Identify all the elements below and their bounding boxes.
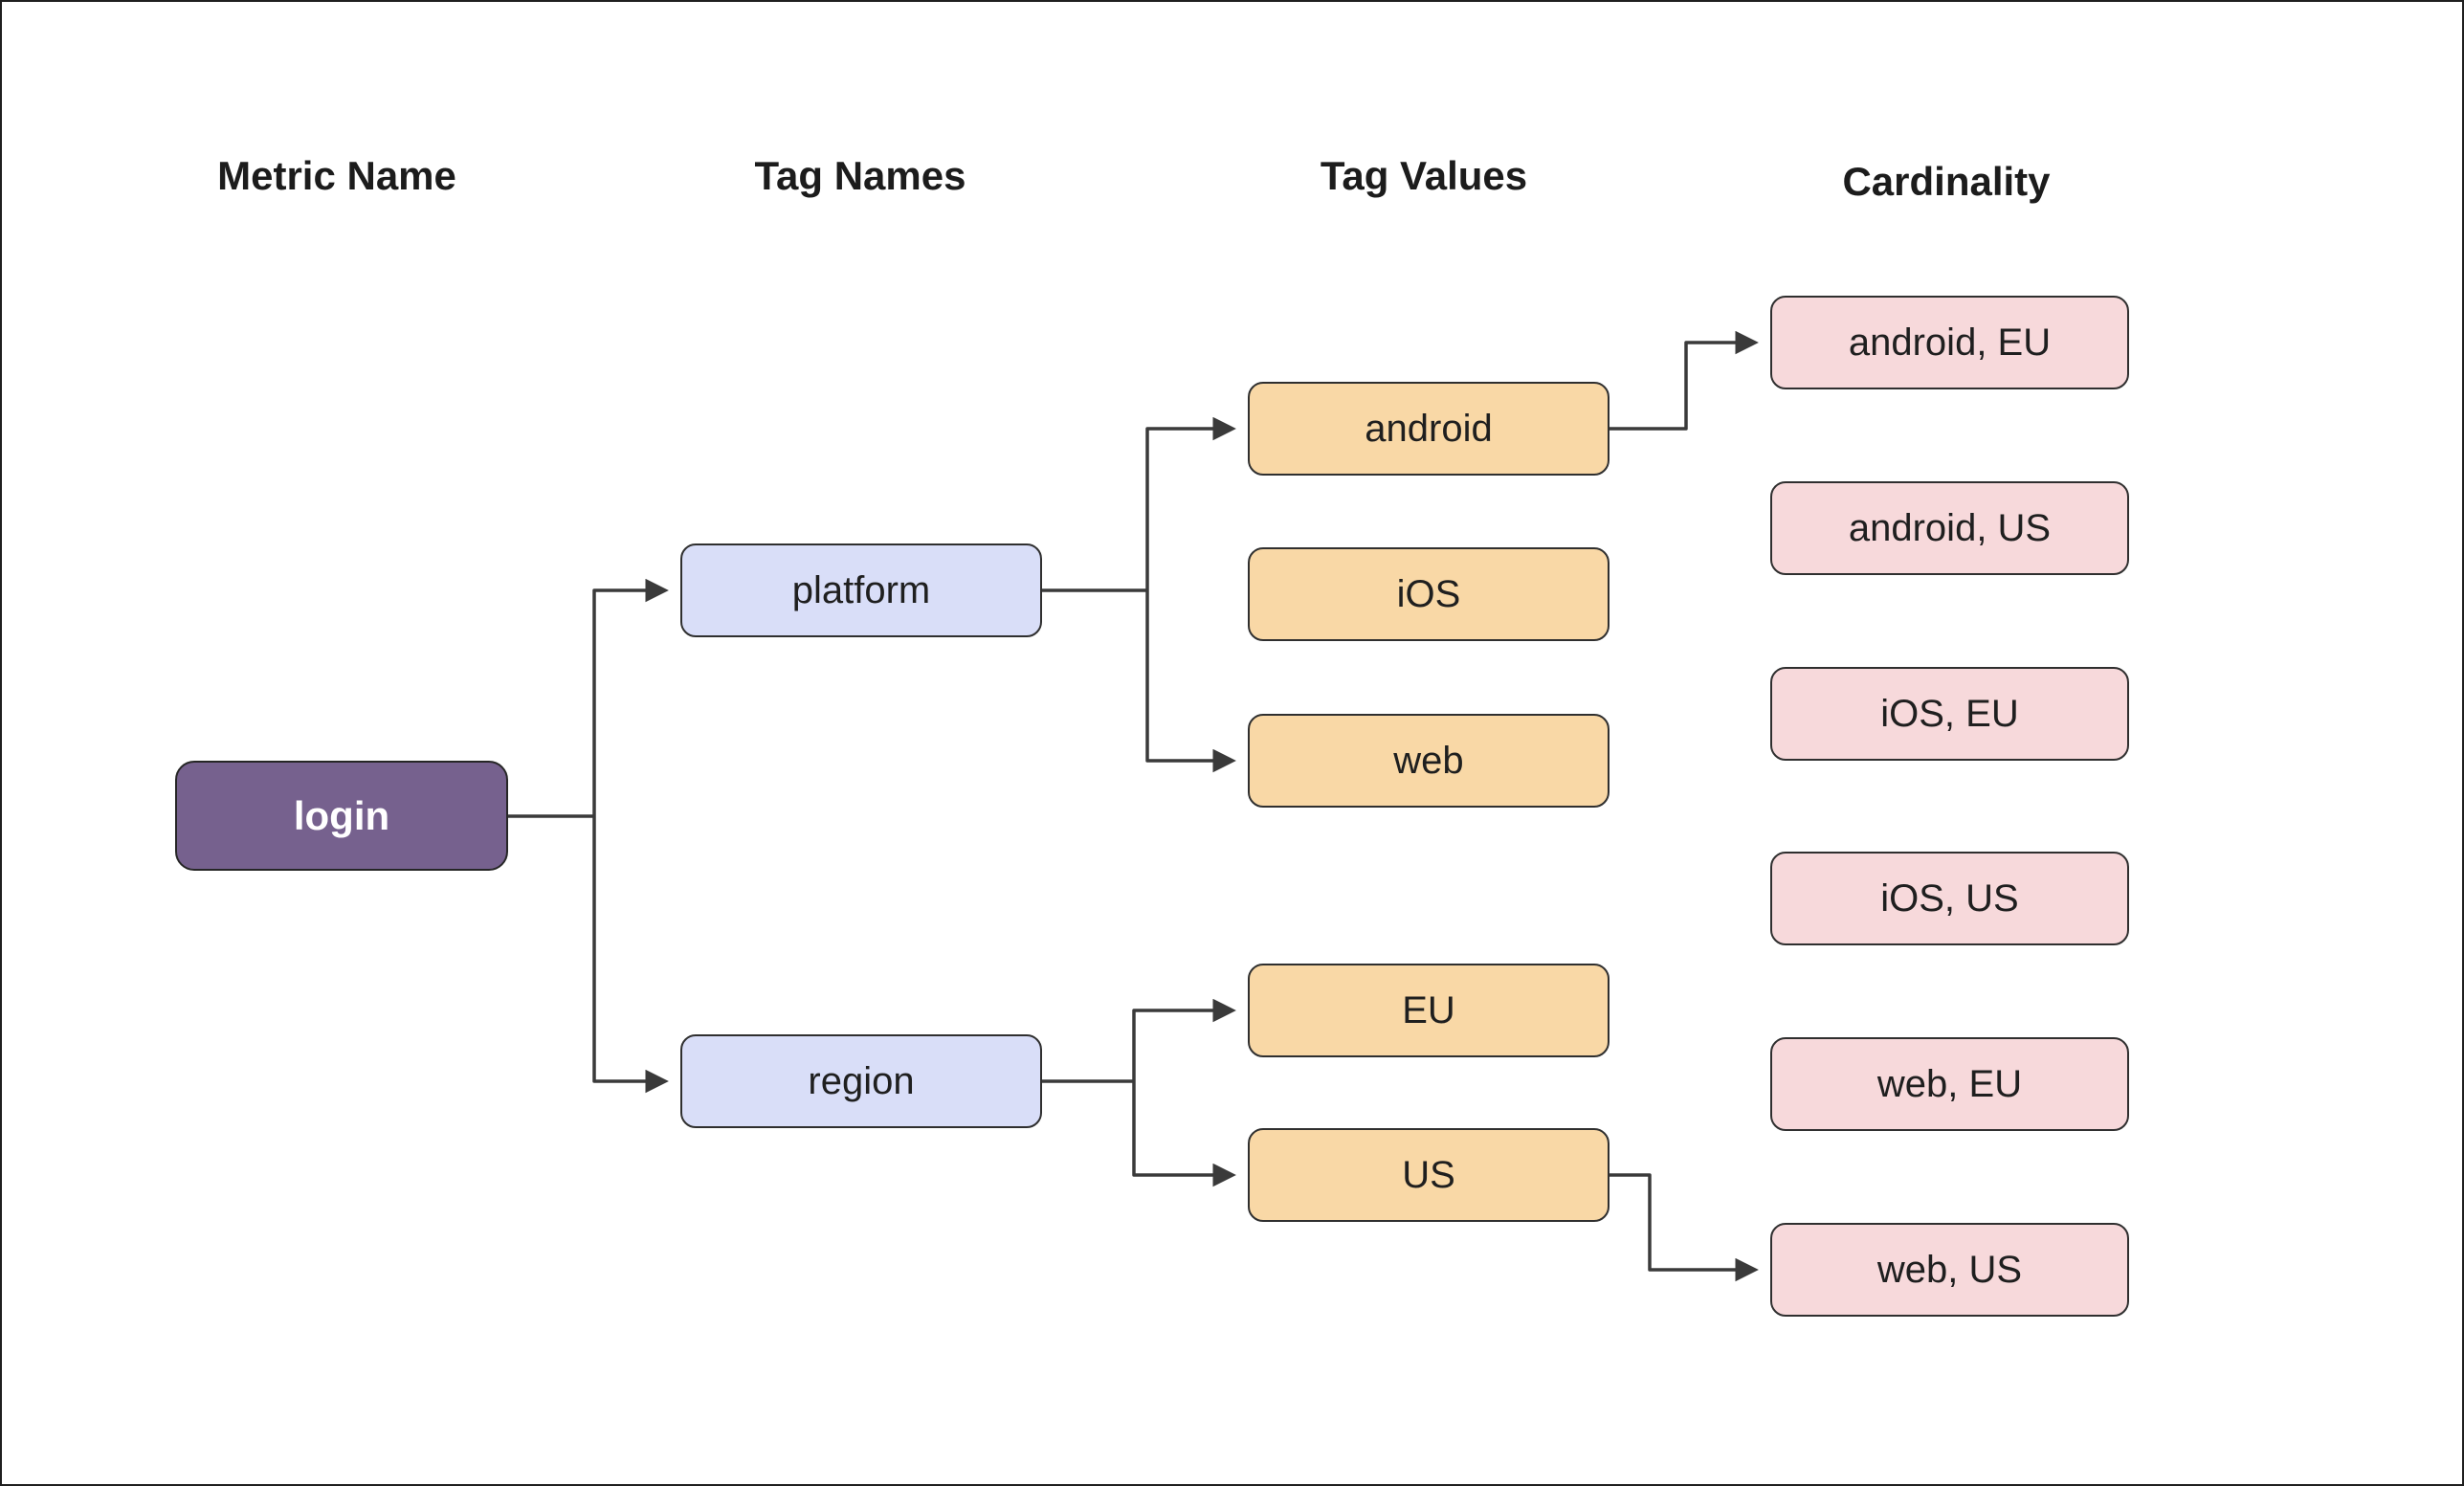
edge-region-us — [1132, 1081, 1236, 1187]
node-region: region — [680, 1034, 1042, 1128]
edge-region-eu — [1132, 998, 1236, 1081]
edge-android-android-eu — [1609, 330, 1759, 431]
node-android-us: android, US — [1770, 481, 2129, 575]
column-header-metric-name: Metric Name — [217, 153, 456, 198]
column-header-tag-names: Tag Names — [754, 153, 966, 198]
edge-login-platform — [592, 578, 669, 816]
node-ios-us: iOS, US — [1770, 852, 2129, 945]
node-us: US — [1248, 1128, 1609, 1222]
node-web-us: web, US — [1770, 1223, 2129, 1317]
node-web: web — [1248, 714, 1609, 808]
node-ios: iOS — [1248, 547, 1609, 641]
node-android-eu: android, EU — [1770, 296, 2129, 389]
edge-platform-android — [1145, 416, 1236, 590]
node-android: android — [1248, 382, 1609, 476]
edge-platform-web — [1145, 590, 1236, 773]
node-login: login — [175, 761, 508, 871]
edge-us-web-us — [1609, 1173, 1759, 1282]
column-header-tag-values: Tag Values — [1320, 153, 1528, 198]
edge-login-region — [592, 816, 669, 1094]
node-web-eu: web, EU — [1770, 1037, 2129, 1131]
column-header-cardinality: Cardinality — [1842, 159, 2051, 204]
node-eu: EU — [1248, 964, 1609, 1057]
node-platform: platform — [680, 543, 1042, 637]
node-ios-eu: iOS, EU — [1770, 667, 2129, 761]
